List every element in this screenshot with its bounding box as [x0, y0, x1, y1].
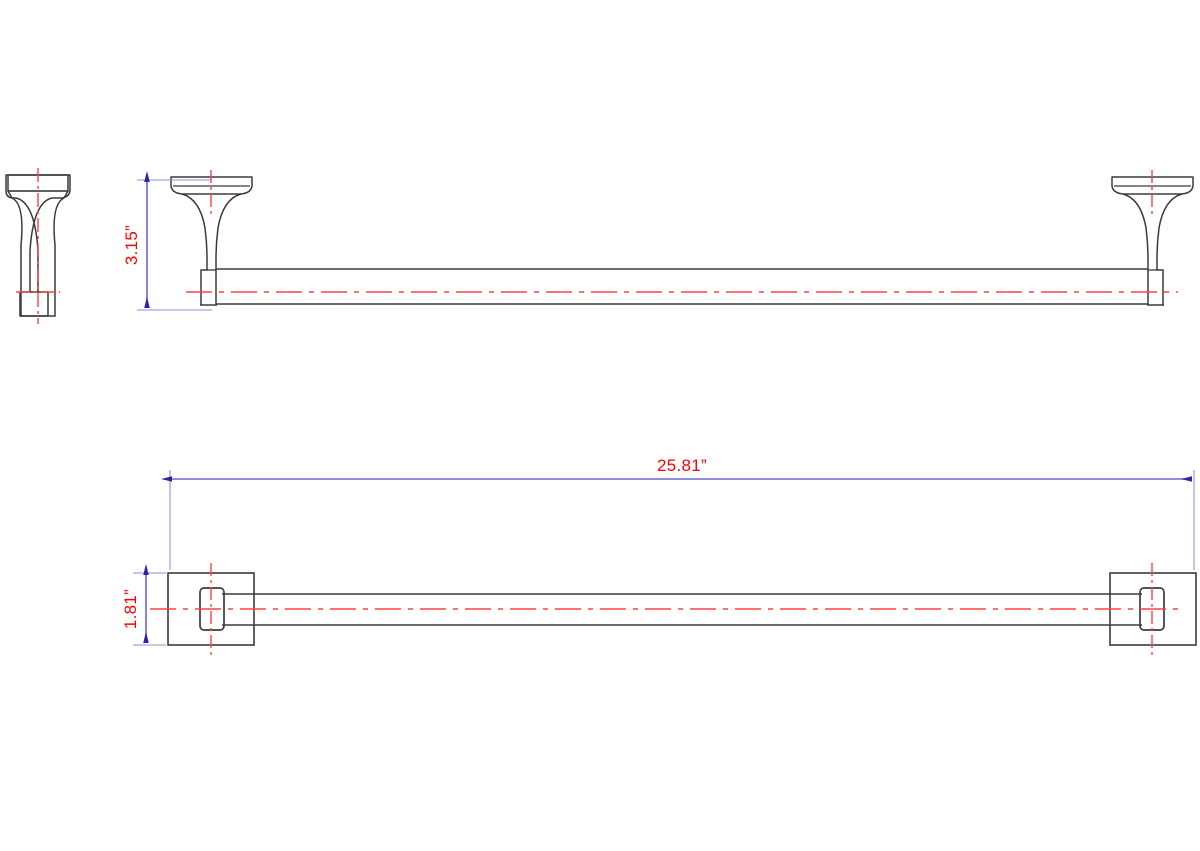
side-profile-cap-flare-right — [63, 190, 69, 199]
length-dimension-label: 25.81” — [657, 456, 707, 475]
right-post-flare-left — [1122, 193, 1149, 305]
depth-dimension-label: 1.81” — [121, 589, 140, 629]
top-plan-view: 25.81” 1.81” — [121, 456, 1197, 655]
side-profile-neck-right — [53, 197, 65, 291]
towel-rod-front — [186, 268, 1178, 305]
side-profile-base — [20, 291, 56, 317]
front-elevation-view: 3.15” — [122, 170, 1194, 311]
left-post — [170, 170, 253, 306]
height-dimension: 3.15” — [122, 171, 212, 311]
side-profile-cap-flare-left — [7, 190, 13, 199]
length-dimension: 25.81” — [161, 456, 1195, 570]
left-post-flare-right — [215, 193, 242, 305]
side-profile-neck-left — [11, 197, 23, 291]
depth-dimension: 1.81” — [121, 564, 166, 646]
left-post-flare-left — [181, 193, 208, 305]
right-post-flare-right — [1156, 193, 1183, 305]
towel-rod-plan — [150, 593, 1180, 626]
right-post — [1111, 170, 1194, 306]
side-profile-view — [5, 168, 71, 324]
height-dimension-label: 3.15” — [122, 225, 141, 265]
